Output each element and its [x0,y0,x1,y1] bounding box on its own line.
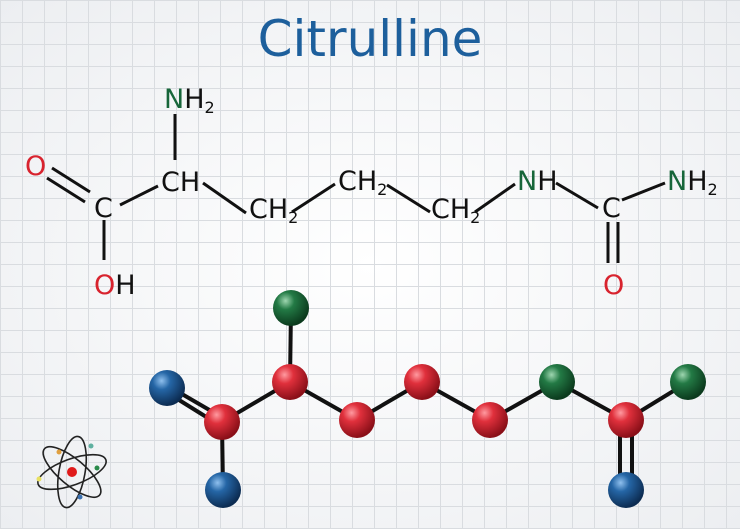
page-title: Citrulline [257,10,483,68]
oxygen-atom-ball [149,370,185,406]
atom-icon [36,435,107,509]
carbon-atom-ball [404,364,440,400]
formula-bonds [46,114,666,263]
methylene-3-label: CH2 [431,194,480,227]
carbon-atom-ball [339,402,375,438]
terminal-amine-label: NH2 [667,166,718,199]
carbon-atom-ball [608,402,644,438]
alpha-carbon-label: CH [161,167,200,198]
methylene-2-label: CH2 [338,166,387,199]
carbon-atom-ball [272,364,308,400]
carbon-atom-ball [204,404,240,440]
carbonyl-oxygen-label: O [25,151,46,182]
methylene-1-label: CH2 [249,194,298,227]
carbon-atom-ball [472,402,508,438]
oxygen-atom-ball [608,472,644,508]
urea-oxygen-label: O [603,270,624,301]
nitrogen-atom-ball [539,364,575,400]
ball-stick-model [149,290,706,508]
hydroxyl-label: OH [94,270,136,301]
amino-group-label: NH2 [164,84,215,117]
urea-carbon-label: C [602,193,621,224]
imino-group-label: NH [517,166,558,197]
carboxyl-carbon-label: C [94,193,113,224]
nitrogen-atom-ball [670,364,706,400]
oxygen-atom-ball [205,472,241,508]
nitrogen-atom-ball [273,290,309,326]
